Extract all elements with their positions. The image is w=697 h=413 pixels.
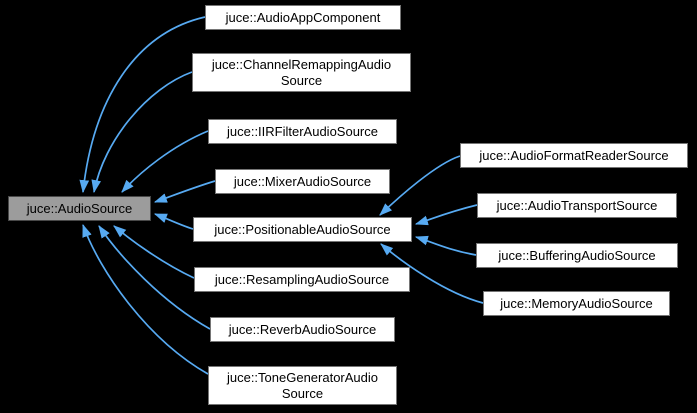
class-node-label: juce::AudioSource xyxy=(26,200,133,216)
inheritance-arrow-iirfilter-to-audiosource xyxy=(121,130,209,193)
class-node-label: juce::MemoryAudioSource xyxy=(500,295,653,311)
class-node-label: juce::PositionableAudioSource xyxy=(214,221,391,237)
class-node-label: juce::AudioAppComponent xyxy=(225,9,381,25)
class-node-label: juce::AudioTransportSource xyxy=(496,197,658,213)
class-node-mixer-audio-source[interactable]: juce::MixerAudioSource xyxy=(215,169,390,194)
class-node-memory-audio-source[interactable]: juce::MemoryAudioSource xyxy=(483,291,670,316)
class-node-positionable-audio-source[interactable]: juce::PositionableAudioSource xyxy=(193,217,412,242)
class-node-label-line2: Source xyxy=(281,385,324,401)
inheritance-arrow-positionable-to-audiosource xyxy=(153,213,194,230)
class-node-reverb-audio-source[interactable]: juce::ReverbAudioSource xyxy=(210,317,395,342)
class-node-iir-filter-audio-source[interactable]: juce::IIRFilterAudioSource xyxy=(208,119,397,144)
inheritance-arrow-transport-to-positionable xyxy=(414,204,478,226)
inheritance-arrow-buffering-to-positionable xyxy=(414,235,477,256)
class-node-label-line1: juce::ToneGeneratorAudio xyxy=(226,369,379,385)
class-node-channel-remapping-audio-source[interactable]: juce::ChannelRemappingAudio Source xyxy=(192,53,411,92)
class-node-tone-generator-audio-source[interactable]: juce::ToneGeneratorAudio Source xyxy=(208,366,397,405)
class-node-label-line2: Source xyxy=(280,72,323,88)
class-node-label-line1: juce::ChannelRemappingAudio xyxy=(211,56,392,72)
inheritance-arrow-formatreader-to-positionable xyxy=(379,155,461,216)
class-node-label: juce::ResamplingAudioSource xyxy=(214,271,390,287)
class-node-resampling-audio-source[interactable]: juce::ResamplingAudioSource xyxy=(194,267,410,292)
inheritance-arrow-resampling-to-audiosource xyxy=(113,225,195,279)
class-node-label: juce::MixerAudioSource xyxy=(233,173,372,189)
class-node-label: juce::ReverbAudioSource xyxy=(228,321,377,337)
inheritance-arrow-reverb-to-audiosource xyxy=(98,225,211,330)
inheritance-arrow-audioapp-to-audiosource xyxy=(79,16,206,194)
class-node-label: juce::AudioFormatReaderSource xyxy=(479,147,669,163)
class-node-audio-app-component[interactable]: juce::AudioAppComponent xyxy=(205,5,401,30)
class-node-buffering-audio-source[interactable]: juce::BufferingAudioSource xyxy=(476,243,678,268)
class-node-audio-source: juce::AudioSource xyxy=(8,196,151,221)
class-node-audio-transport-source[interactable]: juce::AudioTransportSource xyxy=(477,193,677,218)
inheritance-arrow-memory-to-positionable xyxy=(380,243,484,304)
inheritance-arrow-channelremap-to-audiosource xyxy=(91,71,193,194)
class-node-label: juce::IIRFilterAudioSource xyxy=(226,123,378,139)
class-node-audio-format-reader-source[interactable]: juce::AudioFormatReaderSource xyxy=(460,143,688,168)
class-node-label: juce::BufferingAudioSource xyxy=(498,247,656,263)
inheritance-arrow-tonegen-to-audiosource xyxy=(82,223,209,375)
inheritance-arrow-mixer-to-audiosource xyxy=(153,180,216,203)
